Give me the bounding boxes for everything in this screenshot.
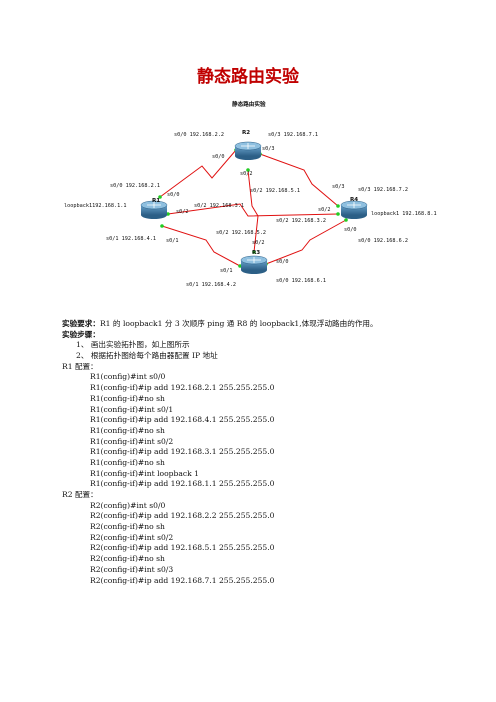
label-r2-s02-short: s0/2: [240, 171, 253, 177]
link-r2-r4: [259, 153, 339, 207]
link-r1-r4: [167, 203, 339, 217]
port-dot: [344, 218, 348, 222]
document-body: 实验要求：R1 的 loopback1 分 3 次顺序 ping 通 R8 的 …: [62, 319, 482, 586]
label-r4-s02-short: s0/2: [318, 207, 331, 213]
label-r1-s00-short: s0/0: [167, 192, 180, 198]
label-r4-s03: s0/3 192.168.7.2: [358, 187, 408, 193]
label-r1-s02: s0/2 192.168.3.1: [194, 203, 244, 209]
router-icon: [241, 143, 255, 149]
router-name-r4: R4: [350, 197, 358, 203]
r1-cmd: R1(config-if)#int s0/1: [90, 404, 174, 414]
link-r2-r3: [247, 169, 259, 253]
port-dot: [336, 204, 340, 208]
port-dot: [336, 212, 340, 216]
label-r1-s02-short: s0/2: [176, 209, 189, 215]
network-topology-diagram: 静态路由实验 R2 R1 R4 R3: [64, 100, 437, 288]
label-r4-s00: s0/0 192.168.6.2: [358, 238, 408, 244]
router-icon: [147, 202, 161, 208]
r1-cmd: R1(config)#int s0/0: [90, 372, 166, 382]
r2-cmd: R2(config-if)#ip add 192.168.5.1 255.255…: [90, 543, 275, 553]
label-r2-s00: s0/0 192.168.2.2: [174, 132, 224, 138]
label-r4-s03-short: s0/3: [332, 184, 345, 190]
router-r1[interactable]: [140, 200, 168, 219]
router-name-r2: R2: [242, 130, 250, 136]
port-dot: [160, 224, 164, 228]
step-2: 2、 根据拓扑图给每个路由器配置 IP 地址: [76, 351, 218, 361]
router-icon: [247, 257, 261, 263]
r1-cmd: R1(config-if)#ip add 192.168.3.1 255.255…: [90, 447, 275, 457]
r2-config-label: R2 配置：: [62, 490, 98, 499]
r1-config-label: R1 配置：: [62, 361, 98, 371]
topology-title: 静态路由实验: [232, 100, 266, 108]
port-dot: [158, 195, 162, 199]
label-r3-s02-short: s0/2: [252, 240, 265, 246]
label-r3-s01-short: s0/1: [220, 268, 233, 274]
step-1: 1、 画出实验拓扑图，如上图所示: [76, 340, 190, 350]
port-dot: [238, 264, 242, 268]
steps-label: 实验步骤：: [62, 329, 100, 339]
label-r4-loopback: loopback1 192.168.8.1: [371, 211, 437, 217]
r1-cmd: R1(config-if)#no sh: [90, 393, 165, 403]
router-icon: [347, 202, 361, 208]
label-r1-s01: s0/1 192.168.4.1: [106, 236, 156, 242]
label-r3-s00-short: s0/0: [276, 259, 289, 265]
r1-cmd: R1(config-if)#int loopback 1: [90, 468, 199, 478]
requirement-line: 实验要求：R1 的 loopback1 分 3 次顺序 ping 通 R8 的 …: [62, 319, 482, 330]
r1-cmd: R1(config-if)#no sh: [90, 425, 165, 435]
r2-cmd: R2(config)#int s0/0: [90, 500, 166, 510]
r2-cmd: R2(config-if)#int s0/3: [90, 564, 174, 574]
link-r1-r2: [159, 149, 237, 198]
requirement-text: R1 的 loopback1 分 3 次顺序 ping 通 R8 的 loopb…: [99, 319, 378, 328]
label-r1-s00: s0/0 192.168.2.1: [110, 183, 160, 189]
label-r2-s03: s0/3 192.168.7.1: [268, 132, 318, 138]
page-title: 静态路由实验: [197, 67, 299, 87]
link-r3-r4: [265, 219, 347, 265]
router-name-r1: R1: [152, 198, 160, 204]
router-r3[interactable]: [240, 255, 268, 274]
r1-cmd: R1(config-if)#ip add 192.168.2.1 255.255…: [90, 383, 275, 393]
port-dot: [246, 168, 250, 172]
r1-cmd: R1(config-if)#ip add 192.168.1.1 255.255…: [90, 479, 275, 489]
label-r2-s00-short: s0/0: [212, 154, 225, 160]
r2-cmd: R2(config-if)#int s0/2: [90, 532, 174, 542]
label-r2-s02: s0/2 192.168.5.1: [250, 188, 300, 194]
label-r4-s00-short: s0/0: [344, 227, 357, 233]
r1-cmd: R1(config-if)#ip add 192.168.4.1 255.255…: [90, 415, 275, 425]
r2-cmd: R2(config-if)#ip add 192.168.7.1 255.255…: [90, 575, 275, 585]
label-r3-s00: s0/0 192.168.6.1: [276, 278, 326, 284]
label-r2-s03-short: s0/3: [262, 146, 275, 152]
r2-cmd: R2(config-if)#no sh: [90, 554, 165, 564]
port-dot: [166, 212, 170, 216]
label-r4-s02: s0/2 192.168.3.2: [276, 218, 326, 224]
label-r1-loopback: loopback1192.168.1.1: [64, 203, 126, 209]
r1-cmd: R1(config-if)#int s0/2: [90, 436, 174, 446]
router-r4[interactable]: [340, 200, 368, 219]
label-r3-s02: s0/2 192.168.5.2: [216, 230, 266, 236]
r2-cmd: R2(config-if)#ip add 192.168.2.2 255.255…: [90, 511, 275, 521]
router-name-r3: R3: [252, 250, 260, 256]
requirement-label: 实验要求：: [62, 319, 100, 328]
r2-cmd: R2(config-if)#no sh: [90, 522, 165, 532]
label-r1-s01-short: s0/1: [166, 238, 179, 244]
r1-cmd: R1(config-if)#no sh: [90, 457, 165, 467]
link-r1-r3: [161, 225, 241, 267]
router-r2[interactable]: [234, 141, 262, 160]
label-r3-s01: s0/1 192.168.4.2: [186, 282, 236, 288]
port-dot: [252, 250, 256, 254]
